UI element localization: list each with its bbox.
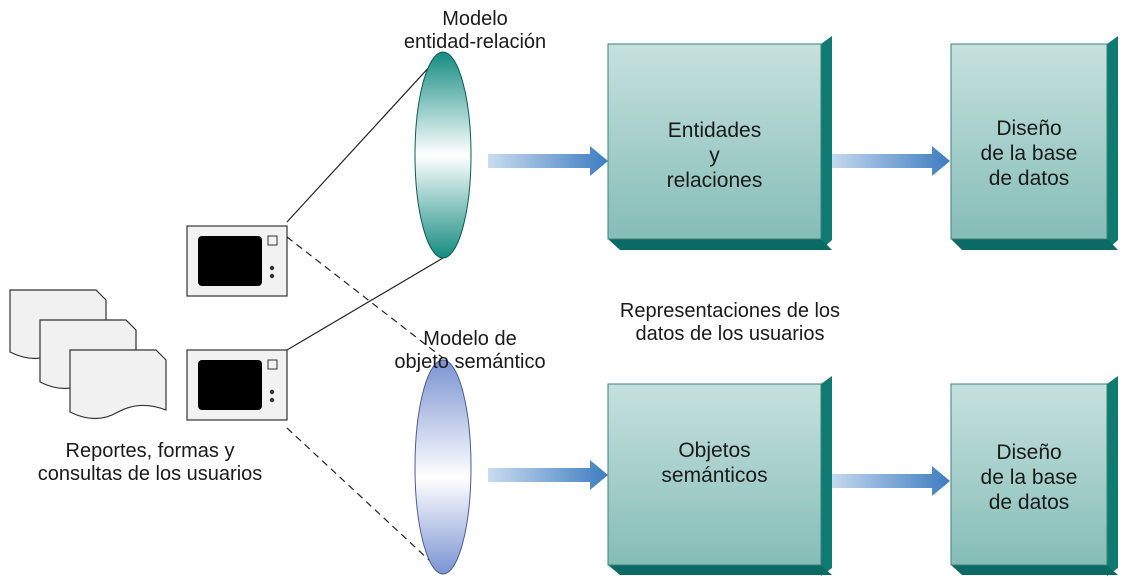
monitor-top-icon [186,225,288,297]
box-objects-shape [607,376,832,576]
box-design-top-label: Diseño de la base de datos [980,117,1078,190]
box-objects-label: Objetos semánticos [661,439,768,487]
middle-caption: Representaciones de los datos de los usu… [619,300,841,345]
lens-entity-relation [414,51,472,259]
box-entities-label: Entidades y relaciones [666,119,763,192]
arrow-objects-to-design [827,466,950,496]
lens-bottom-label: Modelo de objeto semántico [394,328,546,373]
arrow-lens-to-objects [488,460,608,490]
box-design-bottom-shape [950,376,1118,576]
arrow-entities-to-design [827,146,950,176]
monitor-bottom-icon [186,349,288,421]
documents-label: Reportes, formas y consultas de los usua… [37,440,263,485]
lens-semantic-object [414,359,472,575]
box-entities-shape [607,36,832,250]
documents-icon [9,289,167,420]
box-design-top-shape [950,36,1118,250]
projection-lines [286,51,444,574]
arrow-lens-to-entities [488,146,608,176]
box-design-bottom-label: Diseño de la base de datos [980,441,1078,514]
lens-top-label: Modelo entidad-relación [403,8,547,53]
